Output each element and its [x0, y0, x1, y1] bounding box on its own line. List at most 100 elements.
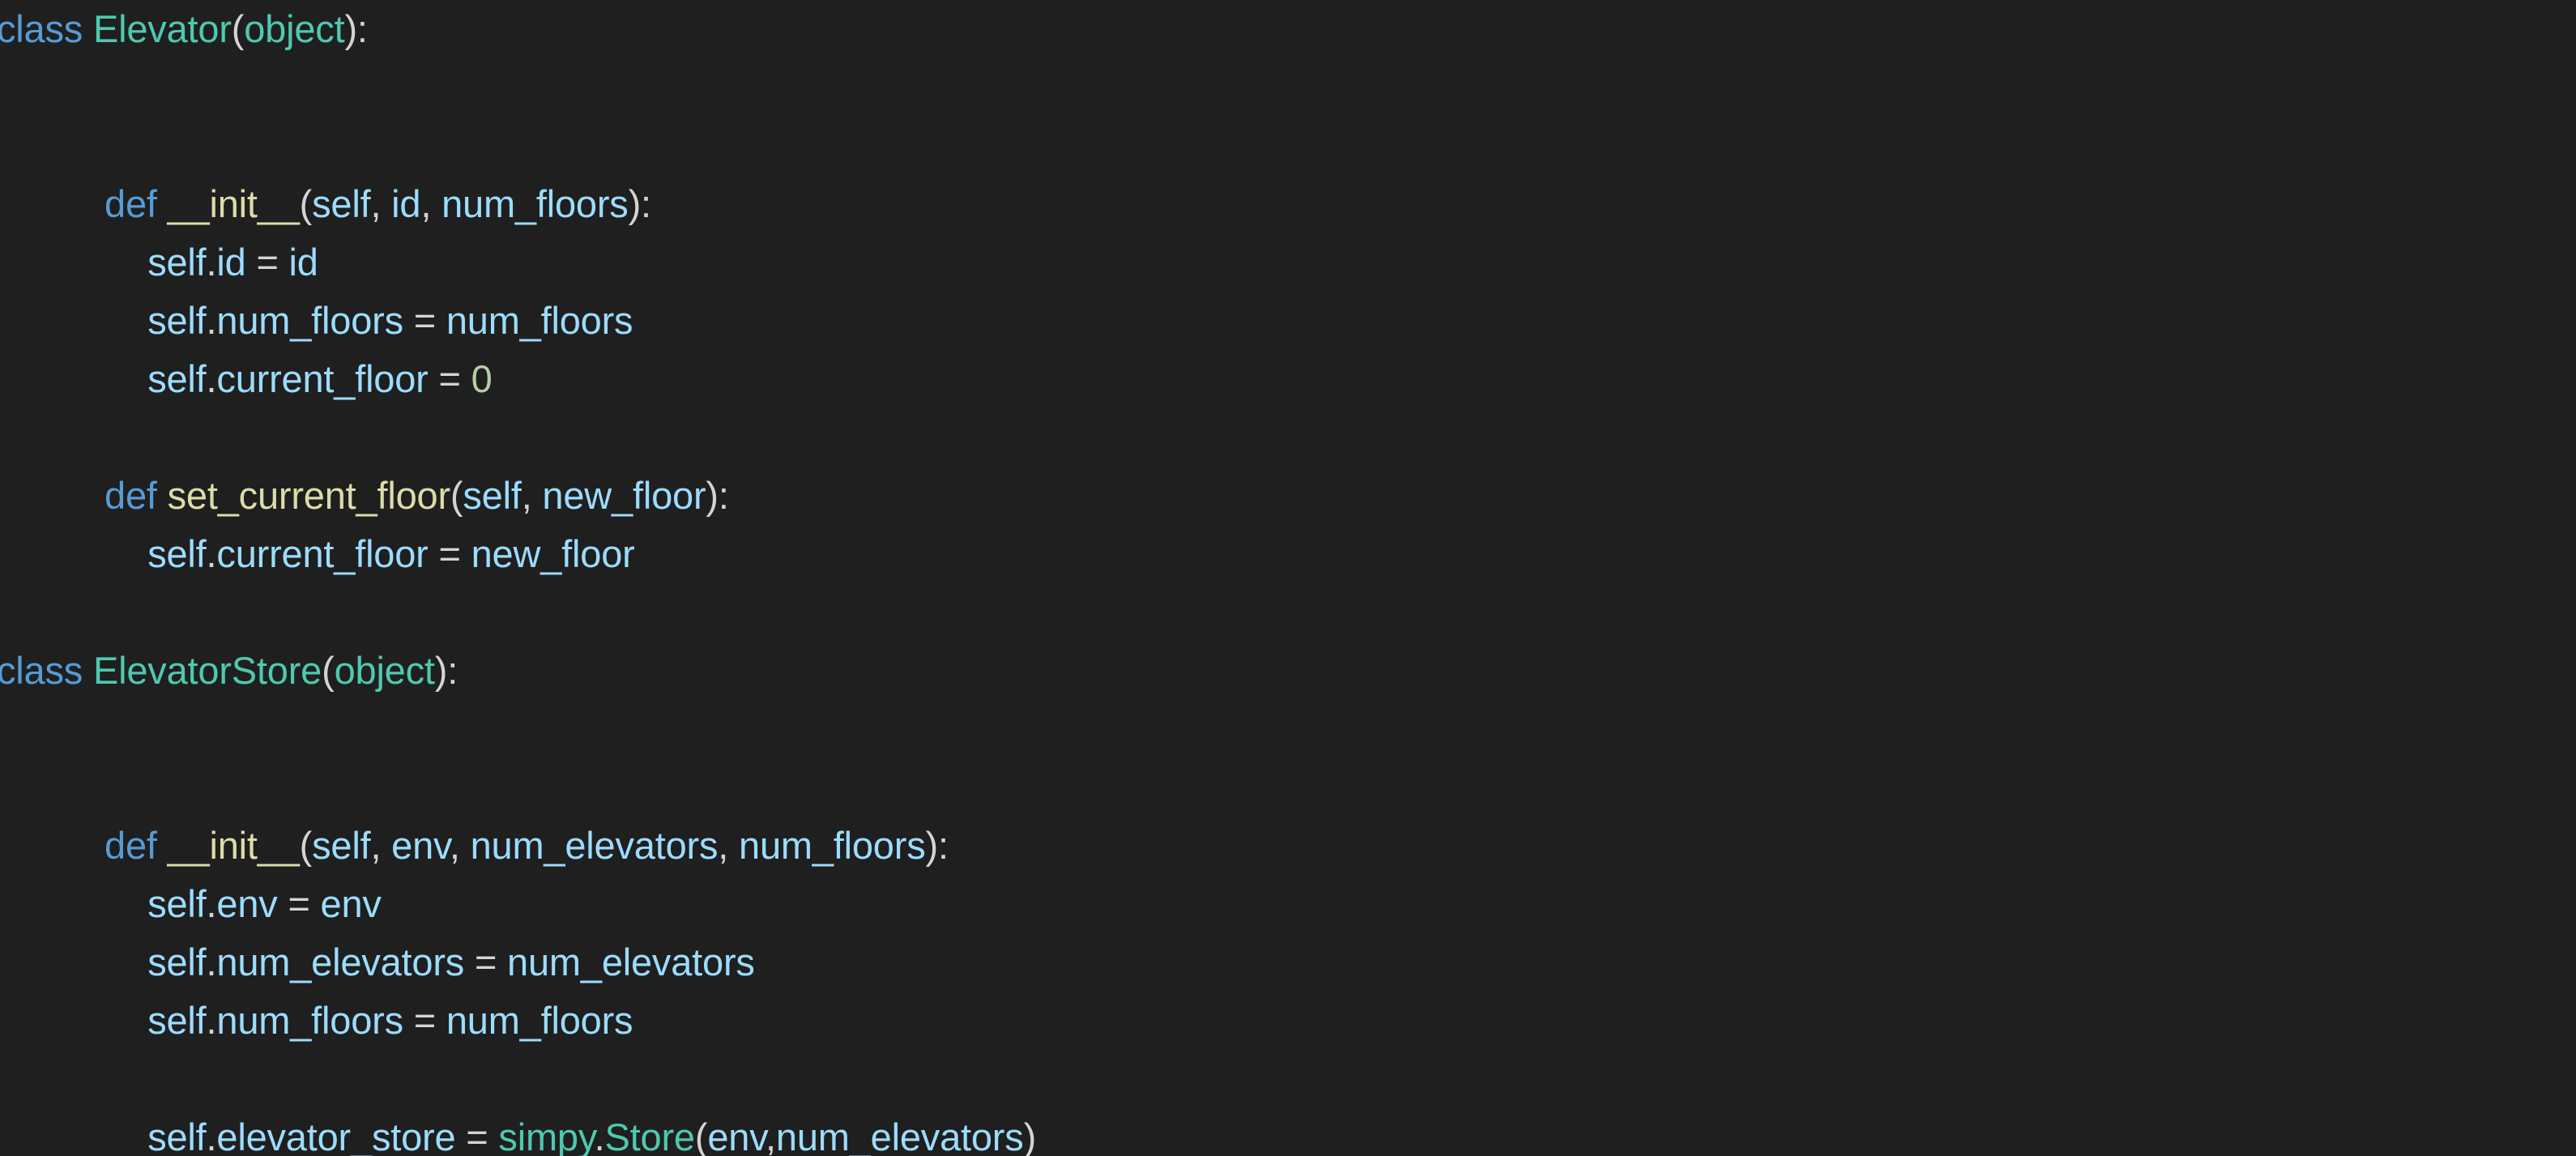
code-token-plain	[403, 999, 414, 1042]
code-token-punct: ):	[925, 824, 949, 867]
code-line[interactable]: self.current_floor = 0	[0, 350, 2576, 408]
code-token-plain	[278, 882, 288, 925]
code-line[interactable]: self.current_floor = new_floor	[0, 525, 2576, 583]
code-token-punct: )	[1023, 1115, 1037, 1156]
code-token-variable: current_floor	[216, 532, 429, 575]
code-line[interactable]: self.env = env	[0, 875, 2576, 933]
code-token-variable: num_elevators	[216, 941, 465, 983]
code-token-variable: num_floors	[216, 999, 403, 1042]
code-line[interactable]: def __init__(self, id, num_floors):	[0, 175, 2576, 233]
code-token-plain	[157, 182, 168, 225]
code-token-variable: self	[312, 182, 371, 225]
code-token-punct: .	[206, 1115, 217, 1156]
code-token-punct: .	[206, 357, 217, 400]
code-token-type: object	[334, 649, 435, 692]
code-token-keyword: class	[0, 649, 83, 692]
code-token-variable: env	[320, 882, 382, 925]
code-token-variable: self	[147, 357, 207, 400]
code-token-plain	[429, 357, 439, 400]
code-line[interactable]: self.id = id	[0, 233, 2576, 292]
code-blank-line[interactable]	[0, 758, 2576, 817]
code-token-keyword: def	[104, 474, 157, 517]
code-token-punct: ):	[706, 474, 729, 517]
code-token-plain	[436, 999, 446, 1042]
code-token-punct: (	[299, 182, 313, 225]
code-token-plain	[157, 474, 168, 517]
code-token-variable: new_floor	[471, 532, 635, 575]
code-token-variable: elevator_store	[216, 1115, 456, 1156]
code-blank-line[interactable]	[0, 58, 2576, 117]
code-line[interactable]: self.num_elevators = num_elevators	[0, 933, 2576, 992]
code-token-type: simpy	[498, 1115, 595, 1156]
code-token-punct: .	[206, 532, 217, 575]
code-token-operator: =	[438, 532, 461, 575]
code-line[interactable]: class ElevatorStore(object):	[0, 642, 2576, 700]
code-token-punct: .	[206, 999, 217, 1042]
code-token-punct: ,	[449, 824, 471, 867]
code-token-plain	[279, 241, 289, 284]
code-blank-line[interactable]	[0, 1050, 2576, 1108]
code-token-plain	[455, 1115, 466, 1156]
code-token-variable: id	[391, 182, 421, 225]
code-line[interactable]: self.elevator_store = simpy.Store(env,nu…	[0, 1108, 2576, 1156]
code-token-plain	[497, 941, 507, 983]
code-token-keyword: class	[0, 7, 83, 50]
code-token-type: object	[244, 7, 345, 50]
code-line[interactable]: def __init__(self, env, num_elevators, n…	[0, 817, 2576, 875]
code-token-plain	[83, 649, 93, 692]
code-line[interactable]: self.num_floors = num_floors	[0, 992, 2576, 1050]
code-token-operator: =	[474, 941, 497, 983]
code-token-variable: self	[147, 299, 207, 342]
code-token-operator: =	[288, 882, 310, 925]
code-token-function: __init__	[167, 824, 300, 867]
code-token-plain	[461, 532, 471, 575]
code-token-punct: ,	[370, 182, 392, 225]
code-token-variable: id	[216, 241, 246, 284]
code-token-punct: (	[322, 649, 335, 692]
code-token-plain	[464, 941, 475, 983]
code-token-punct: ,	[766, 1115, 776, 1156]
code-token-plain	[310, 882, 321, 925]
code-blank-line[interactable]	[0, 700, 2576, 758]
code-token-variable: self	[312, 824, 371, 867]
code-token-variable: new_floor	[542, 474, 706, 517]
code-token-punct: ):	[628, 182, 652, 225]
code-token-punct: .	[206, 299, 217, 342]
code-token-plain	[436, 299, 446, 342]
code-blank-line[interactable]	[0, 117, 2576, 175]
code-token-type: ElevatorStore	[92, 649, 322, 692]
code-blank-line[interactable]	[0, 583, 2576, 642]
code-token-variable: self	[147, 941, 207, 983]
code-token-punct: ,	[718, 824, 739, 867]
code-token-variable: env	[391, 824, 450, 867]
code-token-plain	[461, 357, 471, 400]
code-token-punct: .	[206, 241, 217, 284]
code-token-operator: =	[256, 241, 279, 284]
code-token-punct: ):	[344, 7, 368, 50]
code-token-variable: self	[147, 999, 207, 1042]
code-line[interactable]: class Elevator(object):	[0, 0, 2576, 58]
code-token-variable: num_floors	[739, 824, 926, 867]
code-token-variable: num_floors	[446, 999, 633, 1042]
code-token-punct: ,	[370, 824, 392, 867]
code-token-keyword: def	[104, 824, 157, 867]
code-token-punct: ,	[420, 182, 442, 225]
code-token-punct: ):	[434, 649, 458, 692]
code-token-type: Elevator	[92, 7, 232, 50]
code-token-plain	[246, 241, 257, 284]
code-token-variable: num_elevators	[775, 1115, 1024, 1156]
code-token-variable: num_floors	[216, 299, 403, 342]
code-token-variable: self	[147, 241, 207, 284]
code-line[interactable]: self.num_floors = num_floors	[0, 292, 2576, 350]
code-blank-line[interactable]	[0, 408, 2576, 467]
code-token-punct: ,	[521, 474, 543, 517]
code-token-punct: .	[594, 1115, 605, 1156]
code-line[interactable]: def set_current_floor(self, new_floor):	[0, 467, 2576, 525]
code-token-variable: num_elevators	[507, 941, 755, 983]
code-token-plain	[488, 1115, 499, 1156]
code-token-plain	[403, 299, 414, 342]
code-token-punct: (	[231, 7, 245, 50]
code-token-punct: .	[206, 882, 217, 925]
